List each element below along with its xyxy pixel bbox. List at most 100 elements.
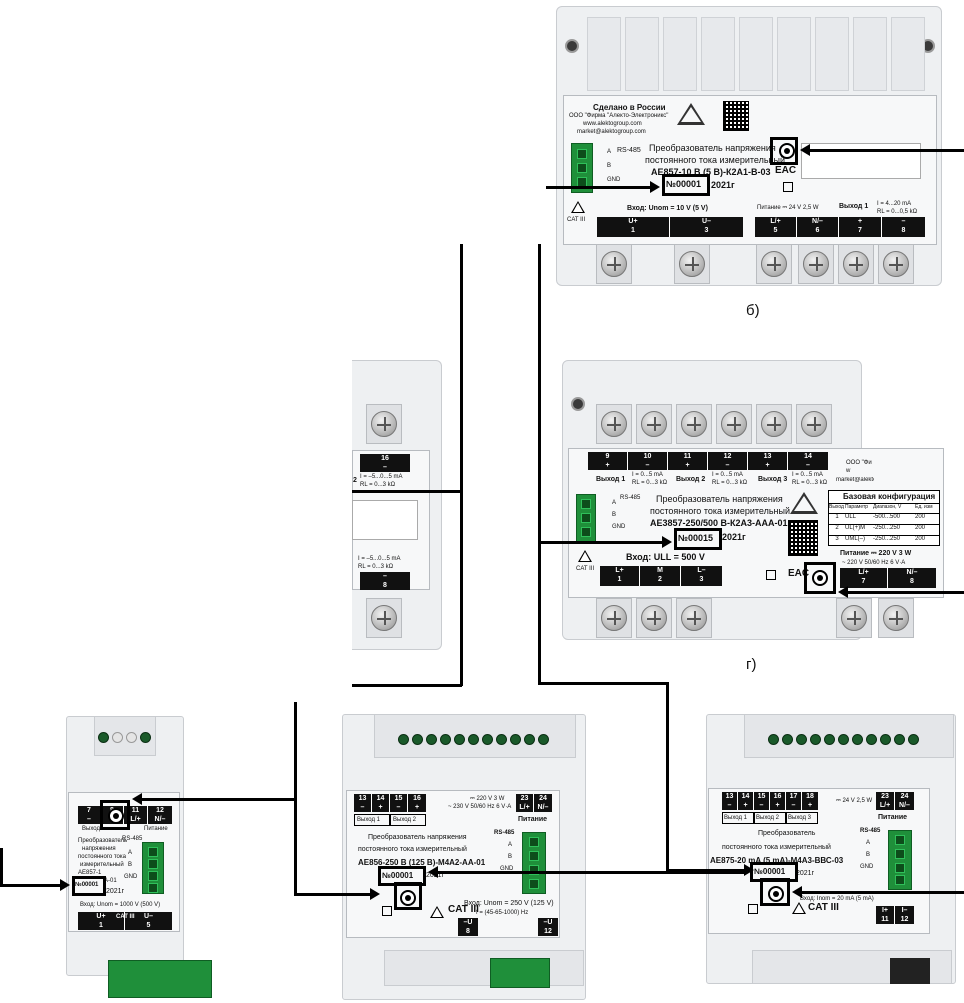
din2-power-spec1: ⎓ 220 V 3 W [470,796,505,802]
terminal-number: 17 [789,793,798,800]
terminal-sign: U+ [628,218,638,225]
din3-top-module [744,714,954,758]
terminal-sign: N/– [154,816,166,823]
base-config-title: Базовая конфигурация [843,492,936,501]
qr-code [723,101,749,131]
terminal-sign: M [657,567,663,574]
terminal-sign: + [765,462,770,469]
terminal-sign: N/– [899,802,910,809]
seal-icon [812,570,828,586]
screw-icon [681,411,707,437]
title-line2: постоянного тока измерительный [645,155,785,165]
terminal-sign: + [807,802,813,809]
din2-output-2: Выход 2 [390,814,426,826]
warning-icon [578,550,592,562]
terminal-number: 11 [683,453,692,460]
terminal-sign: + [605,462,610,469]
device-g-serial: №00015 [678,533,714,543]
partial-terminal-top: 16– [360,454,410,472]
partial-output-prefix: 2 [353,477,357,484]
terminal-sign: N/– [906,569,918,576]
pointer-line [546,186,652,189]
screw-icon [601,411,627,437]
din3-model: AE875-20 mA (5 mA)-М4А3-ВВС-03 [710,856,844,865]
din2-rs485-block [522,832,546,894]
output-label: Выход 2 [393,817,416,823]
output-3-load: RL = 0...3 kΩ [792,480,828,486]
screw-terminal [596,244,632,284]
pin-gnd-label: GND [607,177,621,183]
seal-icon [400,890,416,906]
screw-icon [761,411,787,437]
terminal-number: 16 [381,455,389,462]
terminal-sign: – [645,462,650,469]
din2-bottom-rail [384,950,584,986]
din1-pin-gnd: GND [124,874,138,880]
screw-icon [721,411,747,437]
din1-title-1: Преобразователь [78,838,128,844]
config-cell: 3 [835,536,839,542]
output-1-load: RL = 0...3 kΩ [632,480,668,486]
din3-seal-highlight [760,878,790,906]
terminal-sign: L/+ [858,569,869,576]
terminal-number: 7 [858,227,862,234]
terminal-number: 15 [757,793,766,800]
terminal-number: 23 [520,795,529,802]
din1-seal-highlight [100,800,130,830]
arrow-left-icon [800,144,810,156]
screw-terminal [836,598,872,638]
base-config-table: Базовая конфигурация Выход Параметр Диап… [828,490,940,546]
terminal-sign: N/– [537,804,549,811]
screw-icon [883,251,909,277]
output-label: Выход 2 [756,815,779,821]
seal-icon [108,808,124,824]
terminal-number: 16 [413,795,421,802]
terminal-hole-icon [440,734,451,745]
model-text: АЕ3857-250/500 В-К2А3-ААА-01 [650,518,788,528]
din3-year: 2021г [796,870,815,877]
output-label: Выход 1 [724,815,747,821]
partial-terminal-bottom: –8 [360,572,410,590]
warning-icon [571,201,585,213]
config-header: Выход [829,504,844,510]
output-spec: I = 4...20 mA [877,201,912,207]
din1-output-label: Выход [82,826,100,832]
din2-power-label: Питание [518,816,548,823]
din1-rs485: RS-485 [122,836,143,842]
year-text: 2021г [722,532,746,542]
pointer-line [666,869,750,872]
terminal-number: 15 [394,795,403,802]
terminal-number: 14 [741,793,750,800]
terminal-sign: + [378,804,383,811]
terminal-number: 12 [723,453,732,460]
terminal-sign: – [759,802,764,809]
terminal-number: 24 [900,793,909,800]
terminal-hole-icon [426,734,437,745]
terminal-hole-icon [482,734,493,745]
terminal-hole-icon [398,734,409,745]
cat-label: CAT III [567,217,586,223]
year-text: 2021г [711,180,735,190]
website-text: www.alektogroup.com [583,121,642,127]
terminal-sign: –U [463,919,473,926]
screw-icon [761,251,787,277]
din2-pin-gnd: GND [500,866,514,872]
terminal-hole-icon [796,734,807,745]
din2-input-label: Вход: Unom = 250 V (125 V) [464,900,554,907]
terminal-hole-icon [126,732,137,743]
screw-terminal [756,404,792,444]
terminal-number: 23 [881,793,889,800]
arrow-right-icon [60,879,70,891]
terminal-hole-icon [866,734,877,745]
pin-b-label: B [607,163,612,169]
din2-serial: №00001 [382,871,414,880]
rs485-label: RS-485 [620,495,641,501]
arrow-left-icon [132,793,142,805]
serial-highlight [662,174,710,196]
arrow-right-icon [370,888,380,900]
warning-icon [430,906,444,918]
eac-mark: EAC [775,165,797,176]
terminal-hole-icon [454,734,465,745]
terminal-hole-icon [412,734,423,745]
config-cell: 1 [835,514,839,520]
